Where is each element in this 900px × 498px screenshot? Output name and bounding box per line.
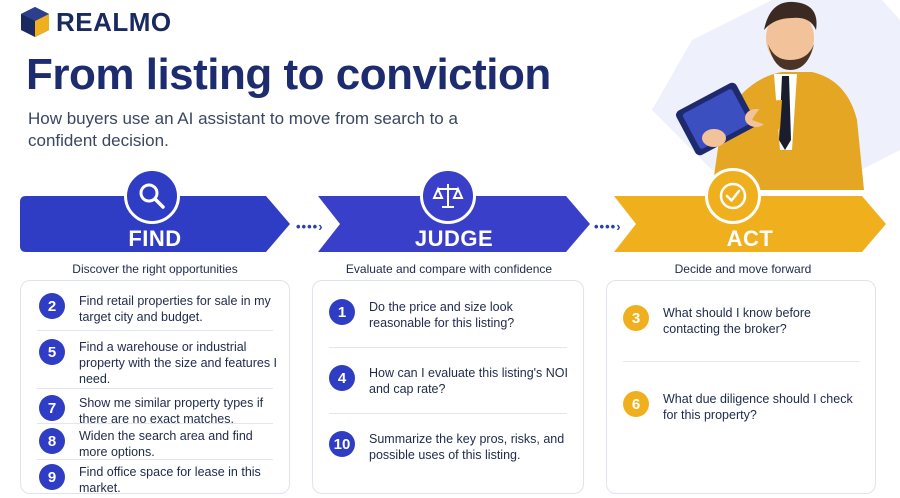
stage-find-caption: Discover the right opportunities — [72, 262, 238, 276]
divider — [37, 423, 273, 424]
list-item: 7 Show me similar property types if ther… — [39, 395, 279, 427]
list-item: 5 Find a warehouse or industrial propert… — [39, 339, 279, 387]
list-item: 8 Widen the search area and find more op… — [39, 428, 279, 460]
item-number-badge: 4 — [329, 365, 355, 391]
list-item: 6 What due diligence should I check for … — [623, 391, 863, 423]
item-number-badge: 6 — [623, 391, 649, 417]
list-item: 1 Do the price and size look reasonable … — [329, 299, 569, 331]
stage-judge-card: 1 Do the price and size look reasonable … — [312, 280, 584, 494]
item-text: Find retail properties for sale in my ta… — [79, 294, 271, 324]
item-number-badge: 3 — [623, 305, 649, 331]
scales-icon — [420, 168, 476, 224]
item-text: How can I evaluate this listing's NOI an… — [369, 366, 568, 396]
item-text: What due diligence should I check for th… — [663, 392, 853, 422]
stage-find-label: FIND — [128, 226, 182, 251]
brand-logo: REALMO — [20, 6, 172, 38]
item-text: Summarize the key pros, risks, and possi… — [369, 432, 565, 462]
stage-judge-label: JUDGE — [414, 226, 494, 251]
list-item: 2 Find retail properties for sale in my … — [39, 293, 279, 325]
list-item: 4 How can I evaluate this listing's NOI … — [329, 365, 569, 397]
divider — [37, 459, 273, 460]
brand-name: REALMO — [56, 6, 172, 37]
stage-find-card: 2 Find retail properties for sale in my … — [20, 280, 290, 496]
stage-act-banner: ACT — [614, 196, 886, 252]
item-text: Widen the search area and find more opti… — [79, 429, 253, 459]
stage-act-card: 3 What should I know before contacting t… — [606, 280, 876, 494]
item-number-badge: 7 — [39, 395, 65, 421]
item-text: Find office space for lease in this mark… — [79, 465, 261, 495]
divider — [37, 330, 273, 331]
item-text: Do the price and size look reasonable fo… — [369, 300, 515, 330]
item-number-badge: 2 — [39, 293, 65, 319]
item-number-badge: 8 — [39, 428, 65, 454]
page-title: From listing to conviction — [26, 50, 551, 99]
list-item: 10 Summarize the key pros, risks, and po… — [329, 431, 569, 463]
logo-cube-icon — [21, 7, 49, 37]
stage-judge-caption: Evaluate and compare with confidence — [345, 262, 553, 276]
stage-act-label: ACT — [726, 226, 774, 251]
item-text: What should I know before contacting the… — [663, 306, 811, 336]
flow-dots-2: ••••› — [594, 219, 622, 234]
stage-find-banner: FIND — [20, 196, 290, 252]
divider — [329, 413, 567, 414]
divider — [37, 388, 273, 389]
page-subtitle: How buyers use an AI assistant to move f… — [28, 109, 458, 150]
item-number-badge: 5 — [39, 339, 65, 365]
divider — [329, 347, 567, 348]
stage-act-caption: Decide and move forward — [674, 262, 812, 276]
businessman-illustration — [652, 0, 900, 190]
item-number-badge: 1 — [329, 299, 355, 325]
item-number-badge: 10 — [329, 431, 355, 457]
item-text: Find a warehouse or industrial property … — [79, 340, 278, 386]
flow-dots-1: ••••› — [296, 219, 324, 234]
list-item: 9 Find office space for lease in this ma… — [39, 464, 279, 496]
item-text: Show me similar property types if there … — [79, 396, 264, 426]
check-circle-icon — [705, 168, 761, 224]
divider — [623, 361, 859, 362]
item-number-badge: 9 — [39, 464, 65, 490]
stage-judge-banner: JUDGE — [318, 196, 590, 252]
search-icon — [124, 168, 180, 224]
list-item: 3 What should I know before contacting t… — [623, 305, 863, 337]
